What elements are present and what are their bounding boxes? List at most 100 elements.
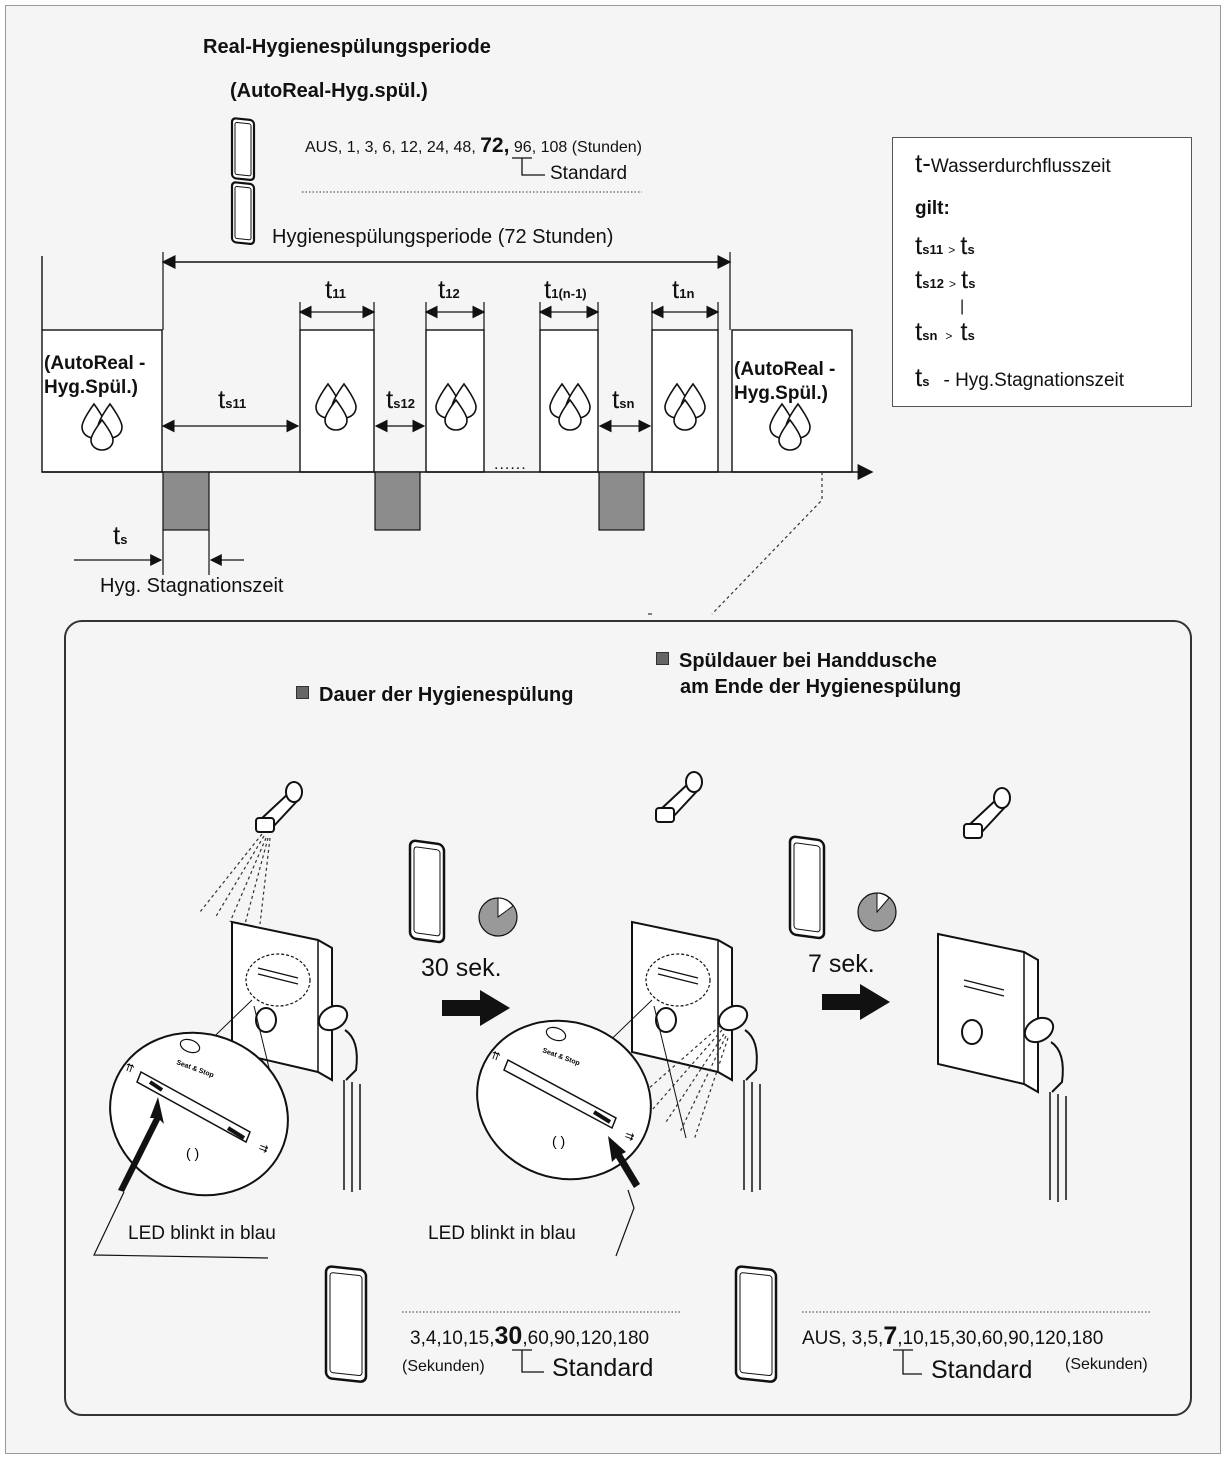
list1-prefix: 3,4,10,15, — [410, 1328, 495, 1349]
ts-letter: t — [113, 520, 121, 550]
t12-sub: 12 — [445, 286, 460, 301]
zoom-ellipse-2: ⇈ ⇉ ( ) Seat & Stop — [476, 1019, 652, 1181]
list1-default: 30 — [494, 1322, 523, 1350]
list1-unit: (Sekunden) — [402, 1358, 485, 1375]
legend-row-2-right: s — [968, 276, 976, 291]
ts11-letter: t — [218, 384, 226, 414]
t11-sub: 11 — [332, 286, 346, 301]
water-spray-1 — [199, 833, 271, 925]
shower-head-icon-1 — [255, 781, 303, 833]
step-arrow-1 — [442, 990, 510, 1026]
zoom-connector-line — [711, 472, 823, 615]
standard-label: Standard — [550, 163, 628, 184]
t1n-label: t1n — [672, 274, 694, 305]
list2-default: 7 — [883, 1322, 898, 1350]
legend-row-3-op: > — [945, 329, 953, 343]
legend-row-1: ts11>ts — [915, 230, 975, 260]
control-panel-2 — [631, 920, 733, 1082]
list2-standard-bracket — [893, 1349, 922, 1375]
phone-icon-bottom-1 — [324, 1265, 368, 1383]
legend-row-3-right: s — [967, 328, 975, 343]
legend-row-3: tsn>ts — [915, 316, 975, 346]
ts-sub: s — [120, 532, 128, 547]
legend-row-3-left: sn — [922, 328, 938, 343]
heading-handshower-line2: am Ende der Hygienespülung — [680, 676, 962, 698]
svg-text:( ): ( ) — [186, 1145, 199, 1161]
stagnation-block-3 — [598, 471, 645, 531]
t12-label: t12 — [438, 274, 460, 305]
led-label-1: LED blinkt in blau — [128, 1223, 276, 1244]
timer-icon-1 — [478, 897, 518, 937]
led-pointer-arrow-2 — [608, 1136, 640, 1257]
ts12-label: ts12 — [386, 384, 415, 415]
tsn-letter: t — [612, 384, 620, 414]
stagnation-label: Hyg. Stagnationszeit — [100, 575, 284, 597]
legend-t-letter: t- — [915, 148, 931, 178]
legend-row-2-op: > — [948, 277, 956, 291]
heading-duration-text: Dauer der Hygienespülung — [319, 684, 574, 706]
legend-row-1-op: > — [948, 243, 956, 257]
control-panel-1 — [231, 920, 333, 1082]
heading-handshower-line1: Spüldauer bei Handdusche — [679, 650, 937, 672]
list2-suffix: ,10,15,30,60,90,120,180 — [897, 1328, 1104, 1349]
hand-shower-icon-3 — [1023, 1016, 1067, 1202]
heading-handshower: Spüldauer bei Handdusche am Ende der Hygi… — [656, 648, 961, 700]
timeline-ellipsis: ...... — [494, 456, 527, 473]
top-subtitle: (AutoReal-Hyg.spül.) — [230, 80, 428, 102]
handshower-duration-options: AUS, 3,5,7,10,15,30,60,90,120,180 — [802, 1322, 1103, 1351]
step-arrow-2 — [822, 984, 890, 1020]
options-prefix: AUS, 1, 3, 6, 12, 24, 48, — [305, 139, 476, 156]
tsn-sub: sn — [619, 396, 635, 411]
svg-text:( ): ( ) — [552, 1133, 565, 1149]
autoreal-label-left: (AutoReal -Hyg.Spül.) — [44, 353, 146, 398]
autoreal-label-right: (AutoReal -Hyg.Spül.) — [734, 359, 836, 404]
legend-row-1-left: s11 — [922, 242, 944, 257]
t12-letter: t — [438, 274, 446, 304]
detail-panel — [64, 620, 1192, 1416]
t1n-letter: t — [672, 274, 680, 304]
legend-ts-def: ts- Hyg.Stagnationszeit — [915, 362, 1125, 392]
shower-head-icon-2 — [655, 771, 703, 823]
stagnation-block-2 — [374, 471, 421, 531]
options-default: 72, — [480, 134, 510, 157]
flush-duration-options: 3,4,10,15,30,60,90,120,180 — [410, 1322, 649, 1351]
svg-text:⇈: ⇈ — [123, 1062, 136, 1076]
step-time-2: 7 sek. — [808, 950, 875, 978]
top-title: Real-Hygienespülungsperiode — [203, 36, 491, 58]
zoom-ellipse-1: ⇈ ⇉ ( ) Seat & Stop — [109, 1031, 289, 1197]
standard-bracket — [512, 157, 545, 176]
list1-standard-bracket — [512, 1349, 544, 1373]
legend-box: t-Wasserdurchflusszeit gilt: ts11>ts ts1… — [892, 137, 1192, 407]
zoom-line-2b — [653, 1005, 687, 1139]
ts12-sub: s12 — [393, 396, 415, 411]
t1n-sub: 1n — [679, 286, 695, 301]
legend-row-2: ts12>ts — [915, 264, 976, 294]
legend-row-1-right: s — [967, 242, 975, 257]
step-time-1: 30 sek. — [421, 954, 502, 982]
legend-continuation: | — [960, 298, 965, 315]
svg-text:⇈: ⇈ — [489, 1050, 502, 1064]
period-label: Hygienespülungsperiode (72 Stunden) — [272, 226, 614, 248]
legend-ts-sub: s — [922, 374, 930, 389]
stagnation-block-1 — [162, 471, 210, 531]
legend-t-text: Wasserdurchflusszeit — [930, 156, 1111, 177]
ts12-letter: t — [386, 384, 394, 414]
ts-label: ts — [113, 520, 127, 551]
heading-handshower-bullet — [656, 652, 669, 665]
legend-ts-text: - Hyg.Stagnationszeit — [943, 370, 1125, 391]
heading-duration: Dauer der Hygienespülung — [296, 684, 574, 707]
control-panel-3 — [937, 932, 1039, 1094]
legend-t-line: t-Wasserdurchflusszeit — [915, 148, 1111, 179]
ts11-label: ts11 — [218, 384, 246, 415]
heading-duration-bullet — [296, 686, 309, 699]
list2-standard: Standard — [931, 1356, 1033, 1384]
led-label-2: LED blinkt in blau — [428, 1223, 576, 1244]
t1n1-sub: 1(n-1) — [551, 286, 587, 301]
phone-icon-step-2 — [788, 835, 826, 940]
led-pointer-arrow-1 — [93, 1097, 269, 1259]
timer-icon-2 — [857, 892, 897, 932]
phone-icon-bottom-2 — [734, 1265, 778, 1383]
t11-letter: t — [325, 274, 333, 304]
list1-suffix: ,60,90,120,180 — [522, 1328, 650, 1349]
